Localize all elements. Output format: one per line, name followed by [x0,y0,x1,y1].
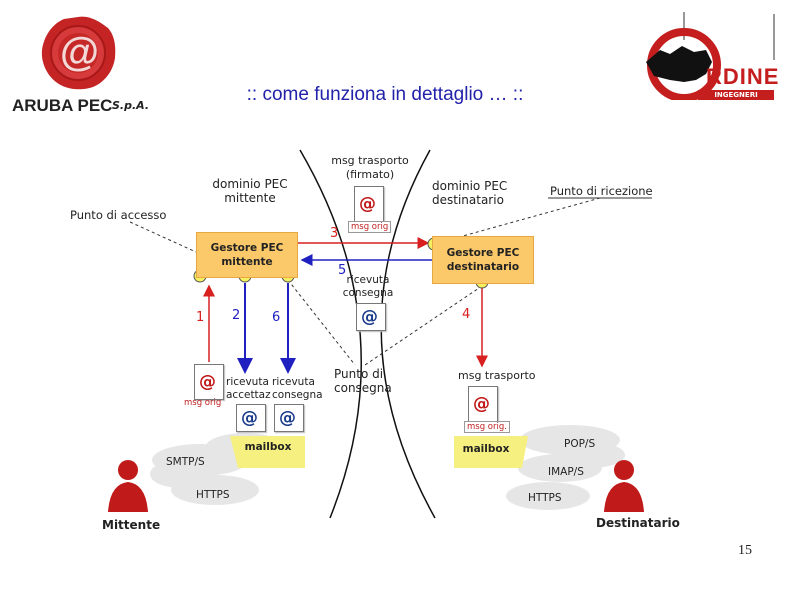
protocol-https-right: HTTPS [528,492,562,504]
at-icon: @ [279,408,296,428]
aruba-pec-logo: @ ARUBA PEC S.p.A. [10,14,160,115]
msg-orig-top-tag: msg orig [348,221,392,233]
doc-transport-top: @ [354,186,384,222]
ordine-ingegneri-logo: RDINE INGEGNERI AREZZO [640,10,780,109]
aruba-pec-suffix: S.p.A. [112,99,150,112]
reception-point-label: Punto di ricezione [550,184,653,198]
recipient-person-icon [604,460,644,512]
leader-access-point [129,221,197,253]
seal-at-symbol: @ [60,30,100,74]
sender-person-icon [108,460,148,512]
at-icon: @ [361,307,378,327]
ordine-text: RDINE [706,64,780,89]
mailbox-left-shape [230,436,305,468]
page-number: 15 [738,543,752,558]
mailbox-left-label: mailbox [244,441,292,453]
doc-msg-orig-left: @ [194,364,224,400]
delivery-point-label: Punto di consegna [334,367,392,395]
doc-receipt-accept: @ [236,404,266,432]
at-icon: @ [241,408,258,428]
receipt-delivery-left-label: ricevuta consegna [272,376,323,401]
gestore-sender-box: Gestore PEC mittente [196,232,298,278]
ordine-subtext: INGEGNERI AREZZO [698,90,774,109]
doc-receipt-mid: @ [356,303,386,331]
mailbox-right-label: mailbox [462,443,510,455]
doc-receipt-delivery-left: @ [274,404,304,432]
protocol-pops: POP/S [564,438,596,450]
sender-label: Mittente [102,518,161,532]
recipient-label: Destinatario [596,516,680,530]
protocol-https-left: HTTPS [196,489,230,501]
protocol-imaps: IMAP/S [548,466,584,478]
step-6-label: 6 [272,310,281,325]
leader-reception-point [433,197,601,245]
step-4-label: 4 [462,307,471,322]
access-point-label: Punto di accesso [70,208,167,222]
doc-transport-right: @ [468,386,498,422]
step-3-label: 3 [330,226,339,241]
transport-right-label: msg trasporto [458,369,536,382]
domain-receiver-label: dominio PEC destinatario [432,179,508,207]
page-title: :: come funziona in dettaglio … :: [246,84,524,105]
step-1-label: 1 [196,310,205,325]
msg-orig-left-tag: msg orig [184,398,222,408]
at-icon: @ [473,394,490,414]
receipt-accept-label: ricevuta accettaz [226,376,271,401]
at-icon: @ [199,372,216,392]
gestore-receiver-box: Gestore PEC destinatario [432,236,534,284]
domain-boundary-left [299,149,362,519]
leader-delivery-left [287,279,356,366]
domain-sender-label: dominio PEC mittente [212,177,288,205]
protocol-smtps: SMTP/S [166,456,205,468]
wax-seal-icon [41,16,116,90]
transport-top-label: msg trasporto (firmato) [331,154,409,181]
aruba-pec-name: ARUBA PEC [12,96,113,115]
domain-boundary-right [380,149,436,519]
cloud-right [506,425,625,510]
msg-orig-right-tag: msg orig. [464,421,510,433]
receipt-delivery-mid-label: ricevuta consegna [342,274,394,299]
mailbox-right-shape [454,436,528,468]
ordine-logo-icon [646,12,775,100]
at-icon: @ [359,194,376,214]
step-2-label: 2 [232,308,241,323]
step-5-label: 5 [338,263,347,278]
